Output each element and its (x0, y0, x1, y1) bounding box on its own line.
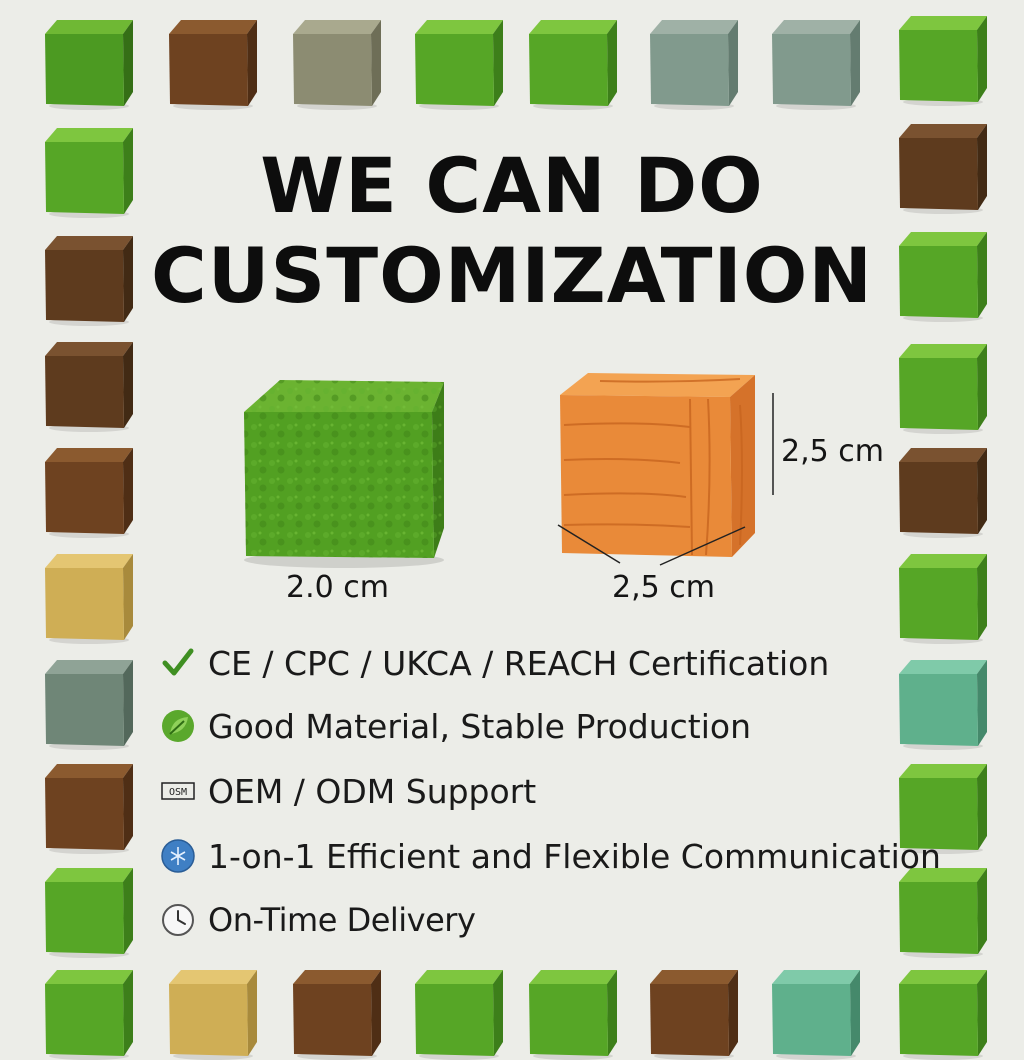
decorative-cube (897, 658, 989, 750)
decorative-cube (648, 18, 740, 110)
green-grass-cube (232, 368, 456, 568)
communication-icon (158, 836, 198, 876)
decorative-cube (43, 968, 135, 1060)
leaf-icon (158, 706, 198, 746)
decorative-cube (43, 446, 135, 538)
decorative-cube (897, 14, 989, 106)
green-cube-size-label: 2.0 cm (286, 570, 389, 605)
decorative-cube (413, 968, 505, 1060)
headline-line-2: CUSTOMIZATION (151, 231, 873, 320)
decorative-cube (527, 18, 619, 110)
decorative-cube (648, 968, 740, 1060)
decorative-cube (43, 658, 135, 750)
decorative-cube (43, 126, 135, 218)
decorative-cube (770, 968, 862, 1060)
decorative-cube (897, 968, 989, 1060)
svg-text:OSM: OSM (169, 787, 187, 798)
clock-icon (158, 900, 198, 940)
decorative-cube (43, 866, 135, 958)
decorative-cube (897, 866, 989, 958)
decorative-cube (167, 968, 259, 1060)
decorative-cube (897, 122, 989, 214)
decorative-cube (897, 446, 989, 538)
poster: WE CAN DO CUSTOMIZATION (43, 14, 989, 1060)
check-icon (158, 643, 198, 683)
decorative-cube (43, 234, 135, 326)
decorative-cube (43, 552, 135, 644)
decorative-cube (43, 18, 135, 110)
orange-cube-width-label: 2,5 cm (612, 570, 715, 605)
oem-badge-icon: OSM (158, 771, 198, 811)
feature-text: CE / CPC / UKCA / REACH Certification (208, 643, 830, 683)
decorative-cube (43, 340, 135, 432)
feature-certification: CE / CPC / UKCA / REACH Certification (158, 640, 829, 686)
feature-communication: 1-on-1 Efficient and Flexible Communicat… (158, 833, 941, 879)
decorative-cube (527, 968, 619, 1060)
orange-wood-cube (540, 365, 780, 575)
decorative-cube (897, 762, 989, 854)
feature-text: OEM / ODM Support (208, 771, 537, 811)
decorative-cube (291, 968, 383, 1060)
decorative-cube (291, 18, 383, 110)
decorative-cube (770, 18, 862, 110)
decorative-cube (897, 342, 989, 434)
feature-oem-odm: OSM OEM / ODM Support (158, 768, 536, 814)
feature-text: On-Time Delivery (208, 901, 476, 939)
dimension-lines (557, 393, 774, 566)
feature-text: 1-on-1 Efficient and Flexible Communicat… (208, 836, 941, 876)
decorative-cube (167, 18, 259, 110)
decorative-cube (413, 18, 505, 110)
feature-material: Good Material, Stable Production (158, 703, 751, 749)
decorative-cube (897, 552, 989, 644)
decorative-cube (43, 762, 135, 854)
headline-line-1: WE CAN DO (260, 141, 764, 230)
feature-delivery: On-Time Delivery (158, 897, 476, 943)
feature-text: Good Material, Stable Production (208, 706, 752, 746)
decorative-cube (897, 230, 989, 322)
orange-cube-height-label: 2,5 cm (781, 434, 884, 469)
